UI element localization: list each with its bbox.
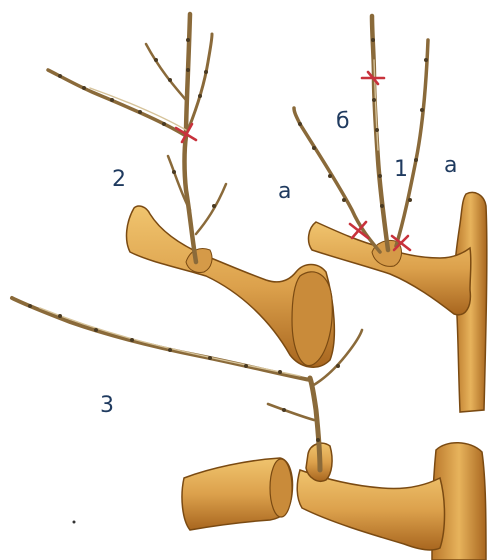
shoot-fig2-left-long <box>48 70 186 136</box>
shoot-fig1-b <box>372 16 388 250</box>
label-fig-2: 2 <box>112 167 126 192</box>
shoot-fig2-left-upper <box>146 44 186 100</box>
shoot-fig3-highlight <box>40 308 300 376</box>
shoot-fig2-highlight <box>90 88 186 130</box>
buds-fig1 <box>298 38 428 208</box>
label-shoot-b: б <box>336 109 350 134</box>
label-fig-3: 3 <box>100 393 114 418</box>
label-fig-1: 1 <box>394 157 408 182</box>
figure-3 <box>12 298 486 560</box>
cut-piece-face <box>270 459 292 517</box>
label-shoot-a-left: а <box>278 179 291 204</box>
label-shoot-a-right: а <box>444 153 457 178</box>
shoot-fig2-right-upper <box>188 34 212 130</box>
stray-dot <box>73 521 76 524</box>
shoot-fig1-a-right <box>396 40 428 246</box>
shoot-fig3-left-small <box>268 404 314 420</box>
shoot-fig2-lower-right <box>196 184 226 234</box>
